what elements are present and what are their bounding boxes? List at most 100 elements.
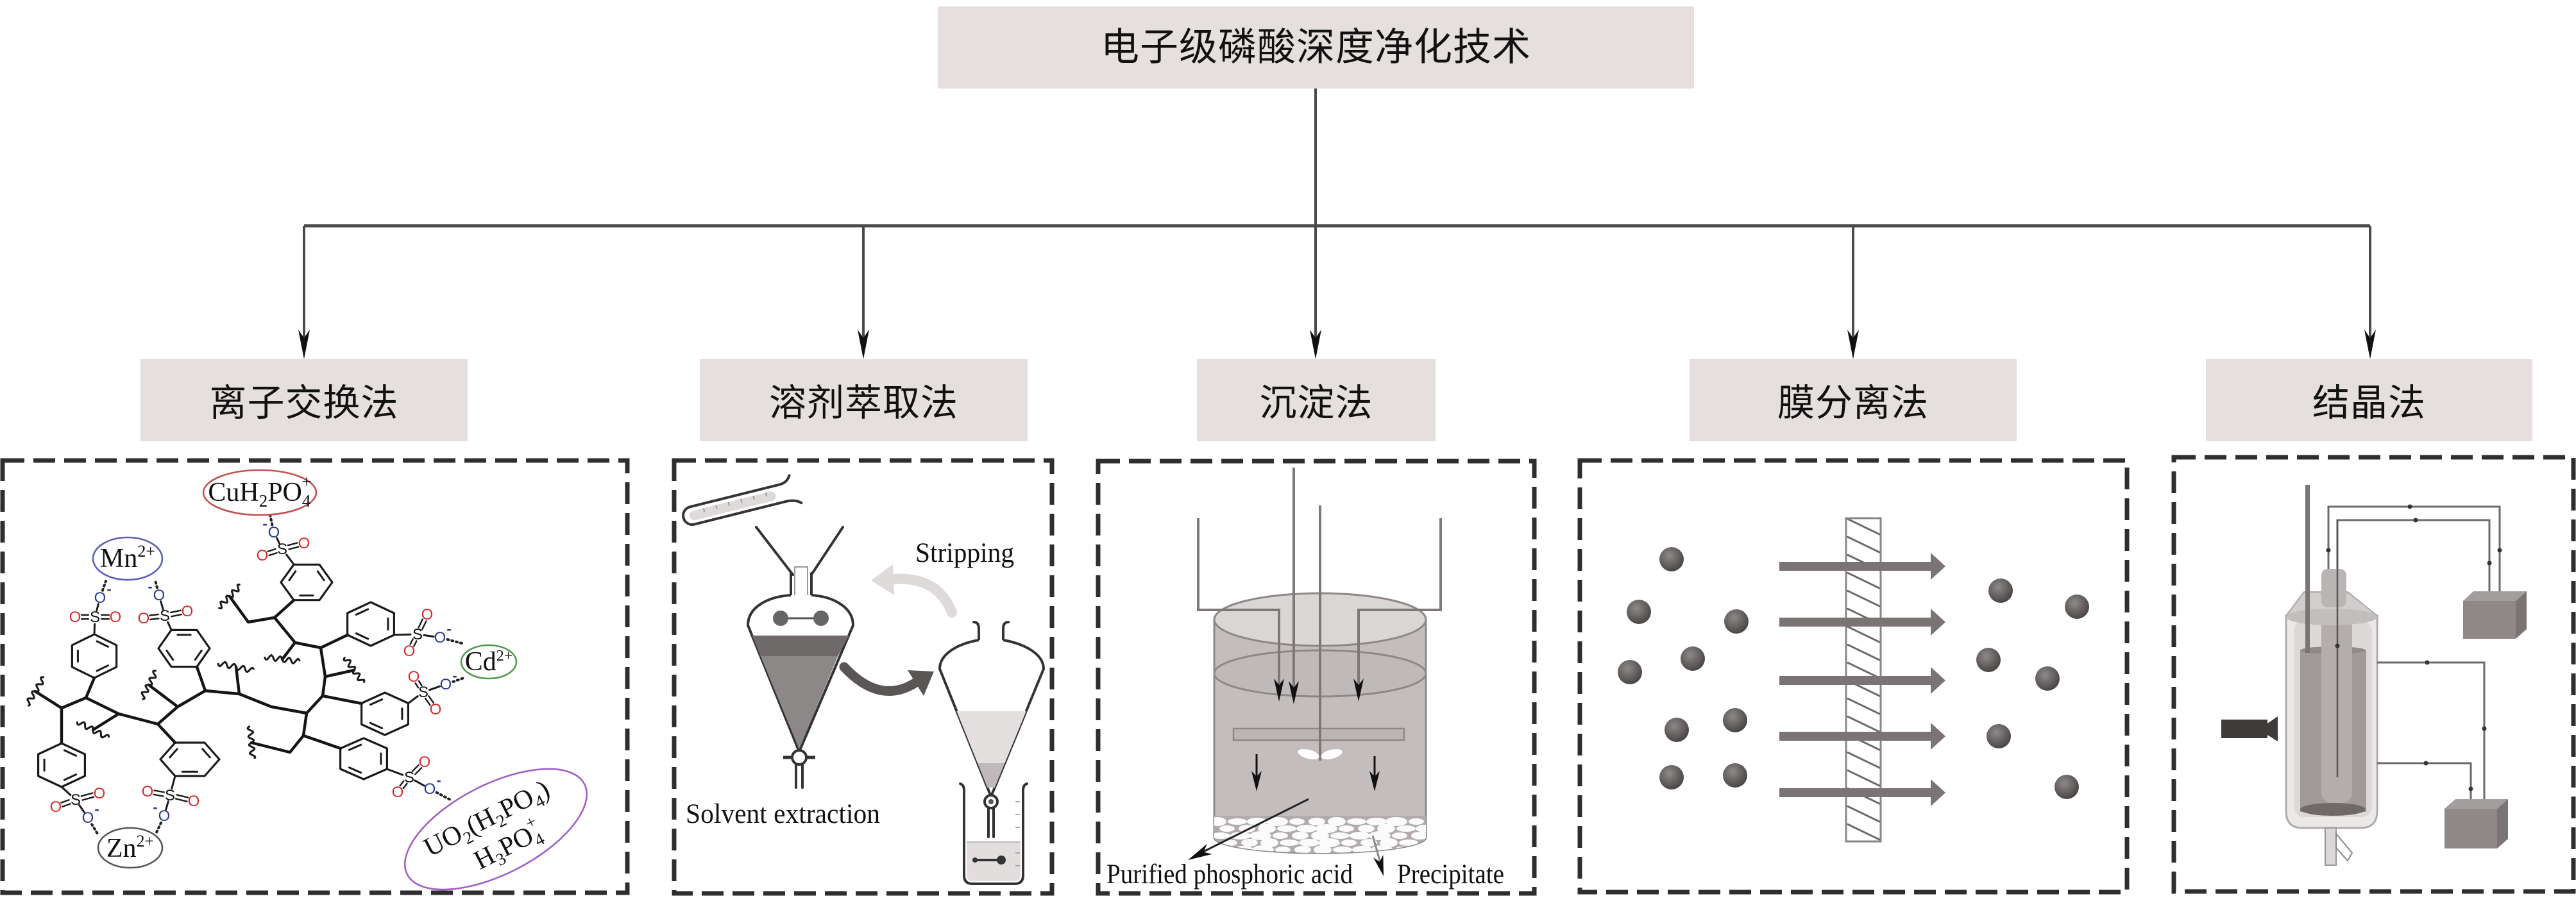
ion-ellipse-cd [460,644,518,680]
feed-side-particles [1618,547,1749,789]
backbone-branch [280,641,297,661]
precipitate-particle [1239,825,1255,832]
ion-zn: Zn2+ [97,827,164,869]
ion-ellipse-uo2 [403,768,588,891]
crystallizer-illustration [2221,485,2527,866]
sulfonate-group: OOO-S [142,775,199,834]
vessel-lid-rim [2286,609,2377,625]
sulfur-oxygen-single-bond [423,634,435,638]
pipe-junction-dot [2497,548,2502,553]
formula-part: Cd [465,647,496,677]
oxo-oxygen-atom: O [69,609,81,626]
precipitate-particle [1299,839,1319,847]
precipitate-particle [1416,825,1426,832]
sulfur-oxygen-double-bond [267,548,276,553]
sulfur-oxygen-double-bond [171,613,182,618]
sulfur-oxygen-double-bond [421,620,427,630]
membrane-separation-illustration [1618,517,2089,843]
box-side-face [2516,591,2527,639]
funnel-neck-inner [794,566,808,597]
oxo-oxygen-atom: O [94,785,106,802]
oxo-oxygen-atom: O [419,754,431,771]
root-title: 电子级磷酸深度净化技术 [1101,25,1531,70]
bond-ring-to-sulfur [393,633,412,636]
benzene-ring-outline [280,563,334,602]
sulfur-oxygen-double-bond [62,803,71,807]
precipitate-particle [1275,847,1291,853]
aqueous-phase-layer [760,656,838,749]
solvent-extraction-label: Solvent extraction [686,799,880,829]
sulfur-oxygen-double-bond [174,798,188,802]
benzene-ring-outline [37,742,86,788]
arrow-down-icon [1310,330,1321,359]
box-top-face [2445,799,2508,809]
precipitate-label: Precipitate [1397,859,1504,890]
backbone-branch [84,676,96,700]
sulfur-atom: S [412,626,423,643]
ionic-interaction-dots [155,821,162,834]
benzene-ring-outline [159,741,221,777]
sulfur-oxygen-double-bond [268,552,278,557]
precipitate-particle [1273,832,1288,839]
oxo-oxygen-atom: O [421,606,434,623]
funnel-neck-wall [972,621,980,641]
camera-lens [2267,716,2278,741]
box-top-face [2463,591,2527,601]
stripping-label: Stripping [915,538,1014,568]
root-title-box: 电子级磷酸深度净化技术 [938,6,1694,89]
crystal-deposit [2300,803,2366,816]
particle [1659,765,1684,789]
ion-cd: Cd2+ [460,644,518,680]
feed-arrow-icon [1289,681,1299,704]
panel-crystallization [2171,455,2576,894]
sulfur-oxygen-double-bond [399,780,405,787]
anionic-oxygen-atom: O [424,781,436,798]
negative-charge: - [436,772,441,788]
precipitate-particle [1380,838,1398,847]
ring-double-bond [96,664,109,672]
benzene-ring [280,563,334,602]
formula-subscript: 2 [259,491,268,511]
sulfur-atom: S [71,791,81,809]
sulfur-atom: S [160,607,170,625]
sulfur-oxygen-double-bond [149,618,160,621]
particle [1659,547,1684,571]
sulfur-oxygen-double-bond [176,794,189,798]
sulfonate-group: OOO-S [393,606,463,660]
negative-charge: - [446,621,451,637]
precipitate-arrow-icon [1373,855,1384,876]
sulfur-oxygen-double-bond [428,695,435,704]
outlet-valve [2335,832,2353,862]
ring-double-bond [201,748,211,759]
pipe-junction-dot [2335,643,2340,648]
sulfonate-group: OOO-S [407,668,467,718]
ion-label-zn: Zn2+ [106,832,154,863]
precipitate-particle [1260,838,1278,847]
sulfur-oxygen-single-bond [414,779,425,787]
oxo-oxygen-atom: O [182,603,194,620]
sulfur-oxygen-single-bond [165,800,169,811]
ring-double-bond [348,743,362,751]
precipitate-particle [1316,824,1337,833]
ionic-interaction-dots [90,823,99,835]
bond-ring-to-sulfur [93,623,96,636]
ring-double-bond [194,649,203,661]
sulfur-oxygen-double-bond [411,764,419,772]
ring-double-bond [63,749,78,757]
feed-arrow-icon [1353,679,1364,702]
precipitate-particle [1330,832,1350,839]
transfer-arrow-head [908,670,934,696]
stir-bar-end [972,857,978,863]
backbone-branch [321,694,364,705]
particle [2035,666,2060,691]
ion-label-cu: CuH2PO4+ [208,472,311,511]
stopcock-valve [791,749,808,766]
thermometer-rod [2305,485,2310,653]
precipitate-particle [1414,846,1426,853]
chain-continuation-wiggle [76,721,110,739]
anionic-oxygen-atom: O [153,587,165,604]
anionic-oxygen-atom: O [158,807,171,825]
oxo-oxygen-atom: O [403,643,416,660]
beaker-liquid [967,842,1021,881]
arrow-down-icon [298,330,310,359]
